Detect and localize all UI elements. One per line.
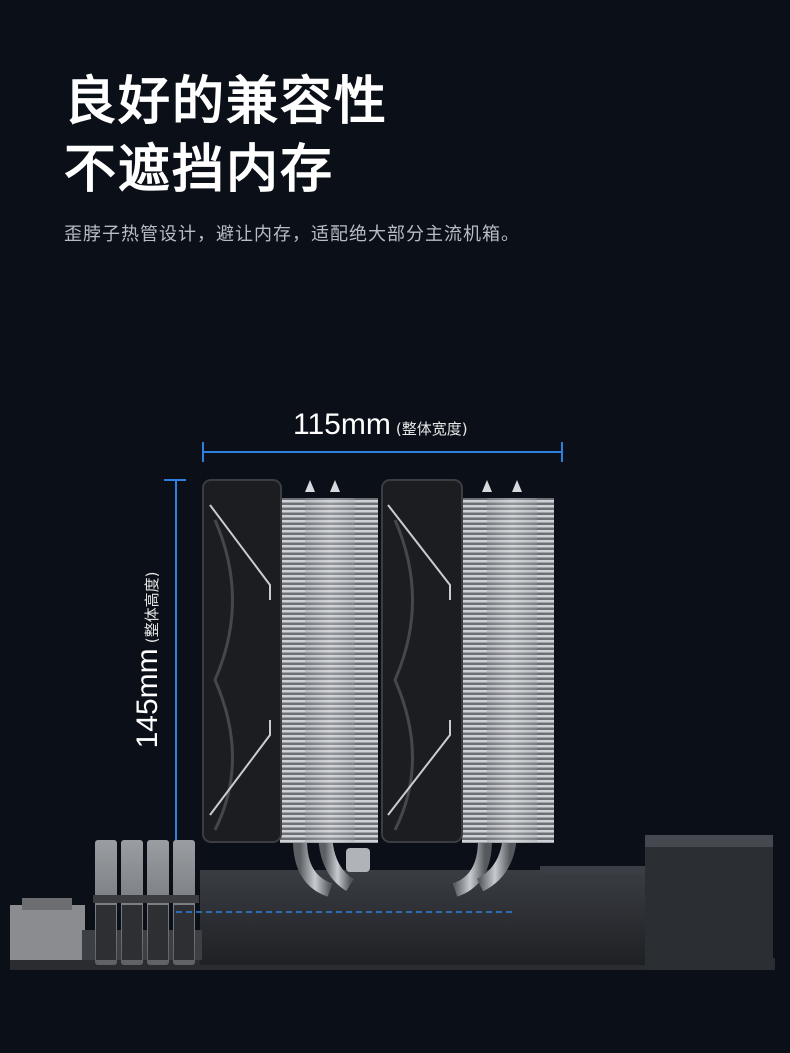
subtitle: 歪脖子热管设计，避让内存，适配绝大部分主流机箱。 bbox=[64, 224, 520, 245]
motherboard bbox=[10, 835, 775, 970]
height-dimension-label: 145mm (整体高度) bbox=[131, 572, 165, 749]
width-note: (整体宽度) bbox=[395, 420, 468, 438]
headline-line-1: 良好的兼容性 bbox=[64, 72, 389, 132]
headline-line-2: 不遮挡内存 bbox=[64, 140, 335, 200]
ram-modules bbox=[93, 840, 199, 965]
fan-right bbox=[381, 479, 463, 843]
width-dimension-line bbox=[202, 442, 563, 462]
height-note: (整体高度) bbox=[143, 571, 161, 644]
height-value: 145mm bbox=[131, 648, 164, 749]
width-dimension-label: 115mm (整体宽度) bbox=[293, 408, 468, 442]
fin-stack-left bbox=[280, 480, 378, 843]
width-value: 115mm bbox=[293, 408, 391, 441]
fan-left bbox=[202, 479, 282, 843]
fin-stack-right bbox=[462, 480, 554, 843]
